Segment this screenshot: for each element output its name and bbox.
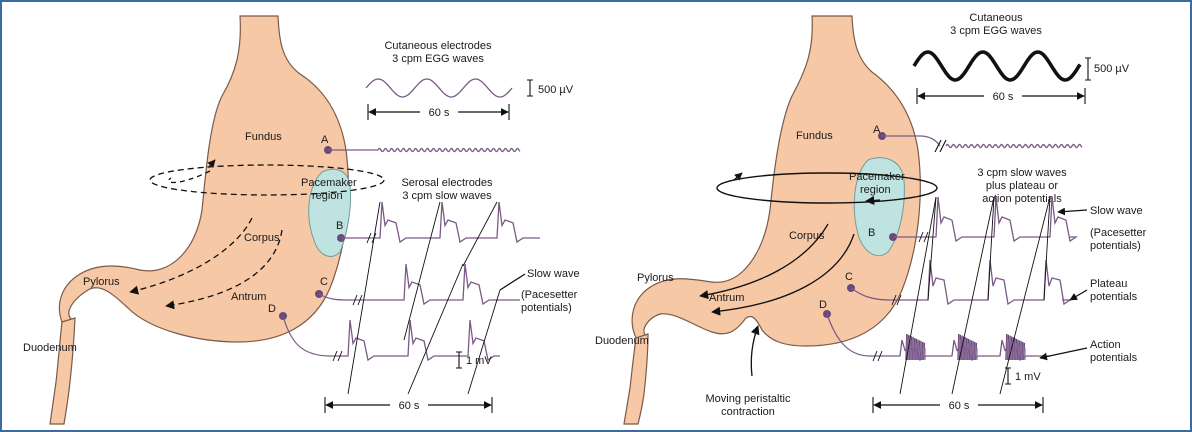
electrode-d-label: D [268,303,276,315]
time-top-label-right: 60 s [993,91,1014,103]
right-panel: Fundus Corpus Antrum Pylorus Duodenum Pa… [595,12,1147,424]
propagation-line [1000,197,1050,394]
plateau-potentials-label: potentials [1090,291,1138,303]
slow-wave-label: Slow wave [527,268,580,280]
plateau-trace-c [890,260,1070,304]
electrode-c-label-right: C [845,271,853,283]
contraction-label: contraction [721,406,775,418]
egg-wave-trace [366,79,512,97]
pacemaker-label: Pacemaker [301,177,357,189]
plateau-label: Plateau [1090,278,1127,290]
propagation-line [928,197,936,300]
serosal-trace-d [330,320,500,360]
left-stomach [50,16,351,424]
electrode-a-trace [378,149,520,152]
scale-uv-label: 500 µV [538,84,574,96]
action-potentials-label: potentials [1090,352,1138,364]
slow-wave-label-right: Slow wave [1090,205,1143,217]
pylorus-label: Pylorus [83,276,120,288]
potentials-label-right: potentials) [1090,240,1141,252]
cutaneous-title-right: Cutaneous [969,12,1023,24]
egg-title: 3 cpm EGG waves [392,53,484,65]
scale-mv-label-right: 1 mV [1015,371,1041,383]
corpus-label: Corpus [244,232,280,244]
potentials-label: potentials) [521,302,572,314]
electrode-d-label-right: D [819,299,827,311]
time-bottom-label: 60 s [399,400,420,412]
moving-label: Moving peristaltic [706,393,791,405]
action-potential-bursts [906,334,1026,360]
serosal-trace-b [365,202,540,242]
electrode-c-label: C [320,276,328,288]
electrode-a-label-right: A [873,124,881,136]
cutaneous-title: Cutaneous electrodes [384,40,492,52]
pacesetter-label-right: (Pacesetter [1090,227,1147,239]
right-stomach [624,16,920,424]
scale-mv-label: 1 mV [466,355,492,367]
pylorus-label-right: Pylorus [637,272,674,284]
time-top-label: 60 s [429,107,450,119]
propagation-line [404,202,440,340]
propagation-line [348,202,380,394]
electrode-b-label: B [336,220,343,232]
slow-title-2: plus plateau or [986,180,1058,192]
pacesetter-label: (Pacesetter [521,289,578,301]
antrum-label: Antrum [231,291,266,303]
serosal-title: Serosal electrodes [401,177,493,189]
pacemaker-region-label-right: region [860,184,891,196]
electrode-a-trace-right [946,145,1082,148]
electrode-b-label-right: B [868,227,875,239]
egg-title-right: 3 cpm EGG waves [950,25,1042,37]
duodenum-label: Duodenum [23,342,77,354]
pacemaker-region-label: region [312,190,343,202]
propagation-line [463,202,497,266]
scale-uv-label-right: 500 µV [1094,63,1130,75]
egg-wave-trace-right [914,52,1080,80]
duodenum-label-right: Duodenum [595,335,649,347]
slow-title-1: 3 cpm slow waves [977,167,1067,179]
slow-waves-title: 3 cpm slow waves [402,190,492,202]
time-bottom-label-right: 60 s [949,400,970,412]
left-panel: Fundus Corpus Antrum Pylorus Duodenum Pa… [23,16,580,424]
action-label: Action [1090,339,1121,351]
serosal-trace-c [350,264,520,304]
electrode-a-label: A [321,134,329,146]
slow-wave-trace-b [918,197,1076,241]
fundus-label-right: Fundus [796,130,833,142]
fundus-label: Fundus [245,131,282,143]
